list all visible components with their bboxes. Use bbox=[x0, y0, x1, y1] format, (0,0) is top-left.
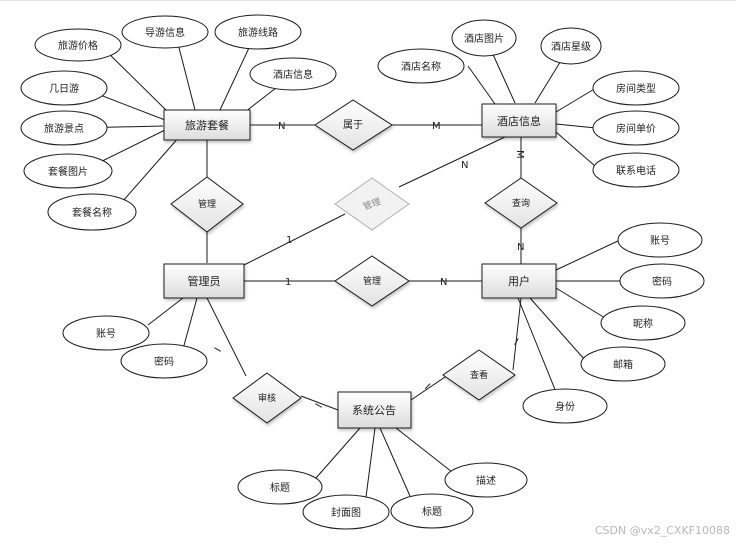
entity-user: 用户 bbox=[508, 274, 530, 288]
attribute-tour-guide-info: 导游信息 bbox=[145, 26, 185, 39]
attribute-announcement-cover: 封面图 bbox=[331, 506, 361, 519]
attribute-admin-account: 账号 bbox=[96, 328, 116, 340]
attribute-announcement-description: 描述 bbox=[476, 474, 496, 487]
attribute-room-type: 房间类型 bbox=[616, 82, 656, 95]
relationship-manage-package: 管理 bbox=[198, 198, 216, 210]
attribute-user-password: 密码 bbox=[652, 275, 672, 288]
attribute-hotel-stars: 酒店星级 bbox=[551, 40, 591, 53]
cardinality-review-admin: I bbox=[213, 346, 224, 354]
entity-admin: 管理员 bbox=[188, 274, 221, 288]
cardinality-manage-user-admin: 1 bbox=[285, 277, 291, 288]
attribute-user-nickname: 昵称 bbox=[633, 317, 653, 330]
attribute-package-name: 套餐名称 bbox=[72, 206, 112, 219]
entity-boxes bbox=[163, 103, 557, 429]
attribute-room-price: 房间单价 bbox=[616, 122, 656, 135]
connector-lines bbox=[74, 31, 622, 498]
top-border bbox=[0, 0, 736, 1]
cardinality-query-hotel: M bbox=[514, 150, 525, 159]
attribute-package-image: 套餐图片 bbox=[48, 165, 88, 178]
entity-labels: 旅游套餐 酒店信息 管理员 用户 系统公告 bbox=[185, 114, 541, 417]
relationship-query-hotel: 查询 bbox=[512, 197, 530, 209]
entity-hotel-info: 酒店信息 bbox=[497, 114, 541, 128]
attribute-announcement-title-2: 标题 bbox=[422, 506, 442, 518]
cardinality-manage-user-user: N bbox=[440, 277, 447, 288]
attribute-hotel-name: 酒店名称 bbox=[401, 60, 441, 73]
attribute-tour-days: 几日游 bbox=[49, 82, 79, 95]
relationship-labels: 属于 管理 管理 查询 管理 审核 查看 bbox=[198, 119, 530, 404]
attribute-tour-hotel-info: 酒店信息 bbox=[273, 68, 313, 81]
attribute-tour-spots: 旅游景点 bbox=[44, 122, 84, 135]
cardinality-belongs-hotel: M bbox=[432, 121, 441, 132]
relationship-view: 查看 bbox=[470, 369, 488, 381]
cardinality-query-user: N bbox=[517, 242, 524, 253]
attribute-ellipses bbox=[20, 14, 705, 530]
attribute-user-account: 账号 bbox=[650, 235, 670, 247]
relationship-diamonds bbox=[170, 99, 558, 424]
attribute-admin-password: 密码 bbox=[154, 355, 174, 368]
attribute-user-email: 邮箱 bbox=[613, 358, 633, 371]
cardinality-view-user: I bbox=[512, 337, 520, 348]
entity-tour-package: 旅游套餐 bbox=[185, 118, 229, 132]
cardinality-manage-hotel-admin: 1 bbox=[286, 235, 292, 246]
cardinality-manage-hotel-hotel: N bbox=[461, 160, 468, 171]
attribute-labels: 旅游价格 导游信息 旅游线路 酒店信息 几日游 旅游景点 套餐图片 套餐名称 酒… bbox=[44, 26, 672, 519]
relationship-belongs: 属于 bbox=[343, 119, 363, 131]
attribute-hotel-phone: 联系电话 bbox=[616, 164, 656, 177]
relationship-manage-user: 管理 bbox=[363, 275, 381, 287]
attribute-tour-price: 旅游价格 bbox=[58, 39, 98, 52]
attribute-announcement-title: 标题 bbox=[270, 482, 290, 494]
cardinality-view-announcement: I bbox=[422, 382, 432, 392]
entity-announcement: 系统公告 bbox=[352, 404, 396, 417]
attribute-hotel-image: 酒店图片 bbox=[464, 32, 504, 45]
watermark: CSDN @vx2_CXKF10088 bbox=[594, 524, 730, 537]
attribute-tour-route: 旅游线路 bbox=[238, 26, 278, 39]
cardinality-belongs-package: N bbox=[278, 121, 285, 132]
attribute-user-identity: 身份 bbox=[555, 400, 575, 413]
cardinality-labels: N M 1 N M N 1 N I I I I bbox=[213, 121, 525, 410]
relationship-review: 审核 bbox=[258, 392, 276, 404]
cardinality-review-announcement: I bbox=[314, 402, 325, 410]
